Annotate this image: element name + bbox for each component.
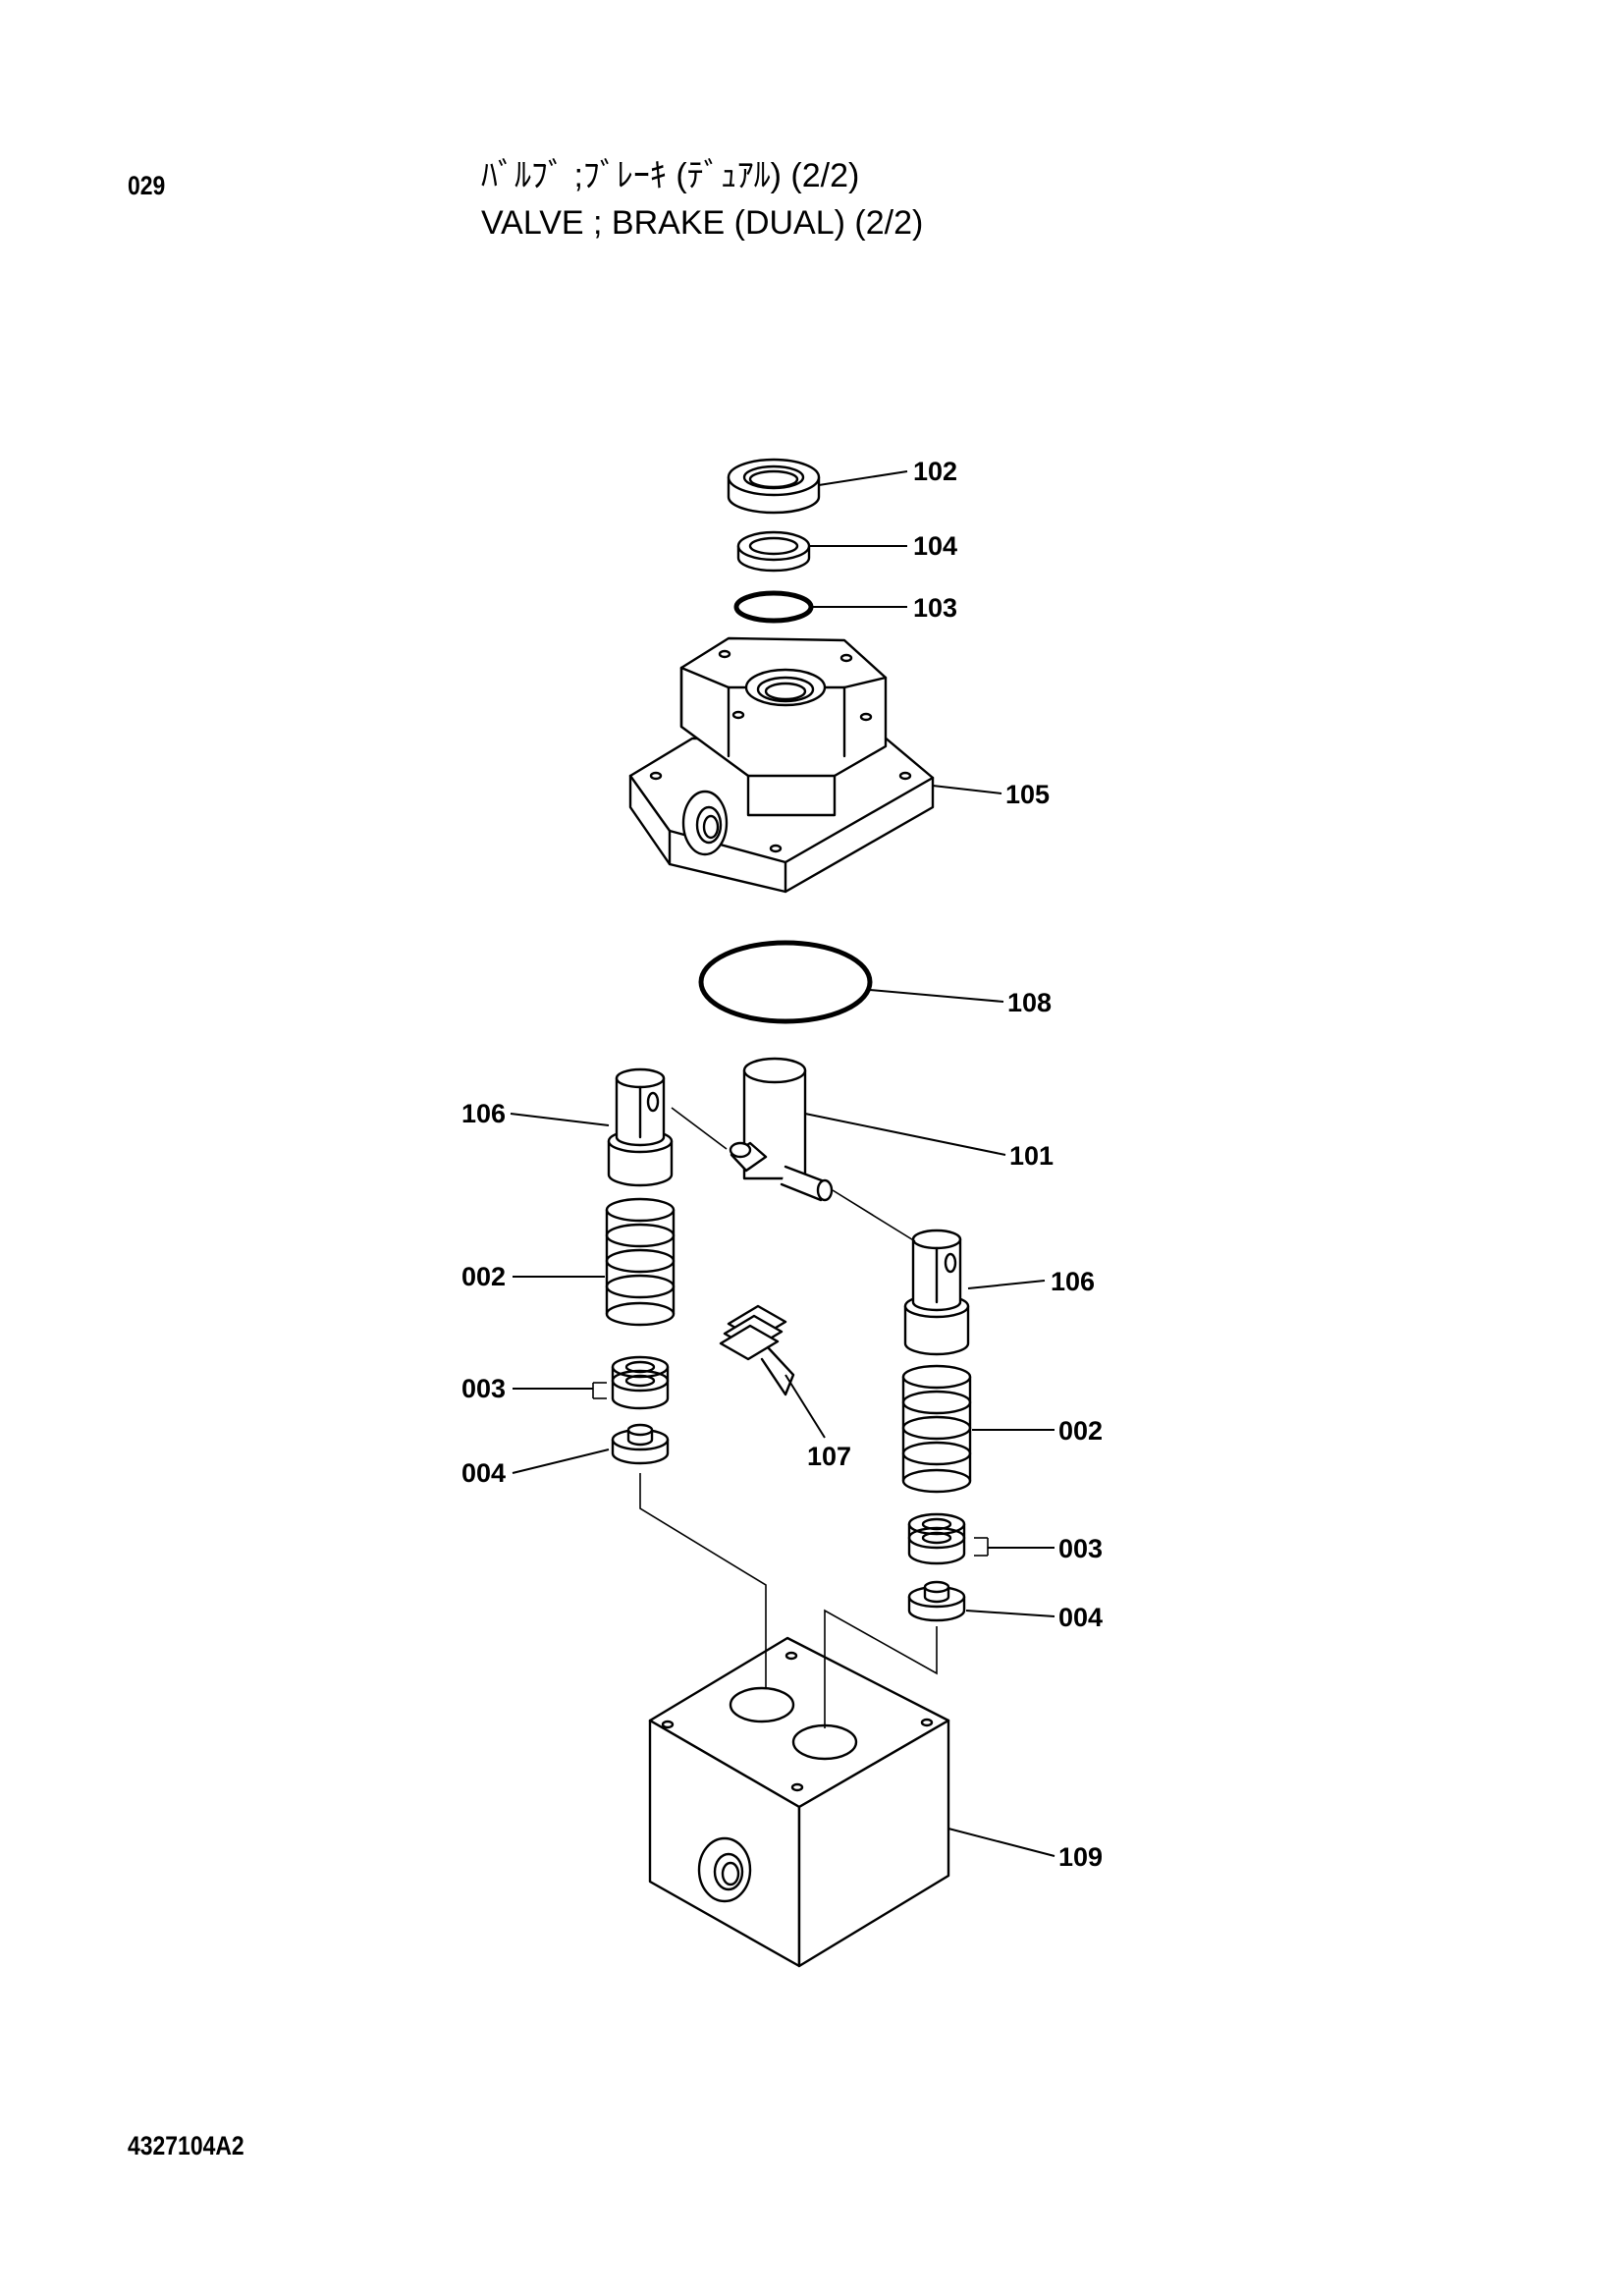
callout-104: 104	[913, 531, 957, 561]
callout-108: 108	[1007, 988, 1052, 1017]
callout-105: 105	[1005, 780, 1050, 809]
title-english: VALVE ; BRAKE (DUAL) (2/2)	[481, 204, 924, 242]
part-003-shims-left	[611, 1355, 670, 1410]
callout-107: 107	[807, 1442, 851, 1471]
callout-003-left: 003	[461, 1374, 506, 1403]
callout-106-left: 106	[461, 1099, 506, 1128]
leader-lines	[510, 470, 1055, 1857]
title-japanese: ﾊﾞﾙﾌﾞ ;ﾌﾞﾚｰｷ (ﾃﾞｭｱﾙ) (2/2)	[481, 157, 860, 194]
part-003-shims-right	[907, 1512, 966, 1565]
document-code: 4327104A2	[128, 2131, 244, 2160]
callout-002-right: 002	[1058, 1416, 1103, 1446]
part-105-cover	[628, 636, 935, 894]
part-104-ring	[736, 530, 811, 573]
part-107-name-plate	[719, 1304, 795, 1396]
part-106-piston-right	[903, 1229, 970, 1356]
page-number: 029	[128, 171, 166, 200]
callout-003-right: 003	[1058, 1534, 1103, 1563]
part-002-spring-right	[901, 1364, 972, 1494]
callout-labels: 102 104 103 105 108 106 101 106 002 003 …	[461, 457, 1103, 1872]
part-108-o-ring	[698, 940, 873, 1024]
part-106-piston-left	[607, 1067, 674, 1187]
part-109-body	[648, 1636, 950, 1968]
callout-004-left: 004	[461, 1458, 506, 1488]
callout-002-left: 002	[461, 1262, 506, 1291]
callout-102: 102	[913, 457, 957, 486]
assembly-guide-lines	[592, 1107, 989, 1728]
callout-103: 103	[913, 593, 957, 623]
part-102-seal	[727, 458, 821, 515]
part-004-seat-left	[611, 1423, 670, 1465]
callout-106-right: 106	[1051, 1267, 1095, 1296]
part-002-spring-left	[605, 1197, 676, 1327]
part-103-o-ring	[733, 590, 814, 624]
callout-101: 101	[1009, 1141, 1054, 1171]
callout-004-right: 004	[1058, 1603, 1103, 1632]
part-101-shuttle	[729, 1057, 834, 1202]
part-004-seat-right	[907, 1580, 966, 1622]
callout-109: 109	[1058, 1842, 1103, 1872]
